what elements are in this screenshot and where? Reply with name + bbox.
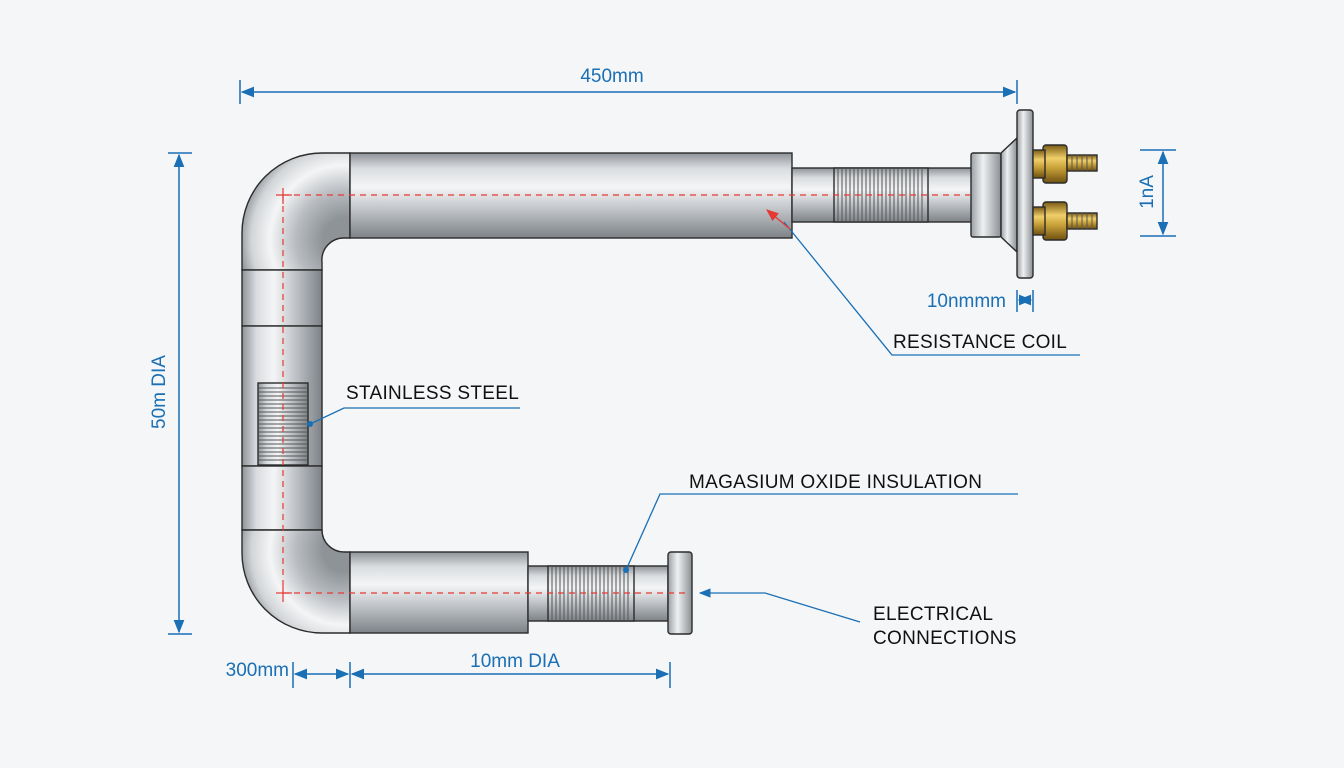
label-insulation: MAGASIUM OXIDE INSULATION xyxy=(689,472,982,493)
terminal-lower xyxy=(1032,201,1098,241)
callout-electrical-connections: ELECTRICAL CONNECTIONS xyxy=(698,588,1017,649)
u-shaped-heating-element xyxy=(241,109,1098,635)
terminal-cone xyxy=(1000,136,1018,254)
label-stainless-steel: STAINLESS STEEL xyxy=(346,383,519,404)
terminal-upper xyxy=(1032,144,1098,184)
dimension-flange: 10nmmm xyxy=(927,290,1034,312)
label-resistance-coil: RESISTANCE COIL xyxy=(893,332,1067,353)
top-elbow xyxy=(241,152,351,271)
mounting-flange xyxy=(1016,109,1034,279)
dim-flange-text: 10nmmm xyxy=(927,291,1006,312)
left-tube-lower xyxy=(241,465,323,531)
bottom-elbow xyxy=(241,529,351,634)
dim-bottom-dia-text: 10mm DIA xyxy=(470,651,560,672)
callout-stainless-steel: STAINLESS STEEL xyxy=(307,383,520,427)
dimension-bottom: 300mm 10mm DIA xyxy=(226,651,671,688)
terminal-hub xyxy=(970,152,1002,238)
element-centerline xyxy=(282,194,970,594)
label-electrical-line1: ELECTRICAL xyxy=(873,604,993,625)
dim-top-length-text: 450mm xyxy=(580,66,643,87)
callout-resistance-coil: RESISTANCE COIL xyxy=(766,209,1080,356)
dim-left-height-text: 50m DIA xyxy=(149,355,170,429)
dimension-right-terminal: 1nA xyxy=(1137,149,1176,237)
left-tube-upper xyxy=(241,269,323,327)
dimension-left-height: 50m DIA xyxy=(149,152,192,635)
label-electrical-line2: CONNECTIONS xyxy=(873,628,1017,649)
dim-bottom-left-text: 300mm xyxy=(226,660,289,681)
dim-right-terminal-text: 1nA xyxy=(1137,175,1158,209)
callout-insulation: MAGASIUM OXIDE INSULATION xyxy=(623,472,1018,573)
dimension-top-length: 450mm xyxy=(239,66,1018,104)
